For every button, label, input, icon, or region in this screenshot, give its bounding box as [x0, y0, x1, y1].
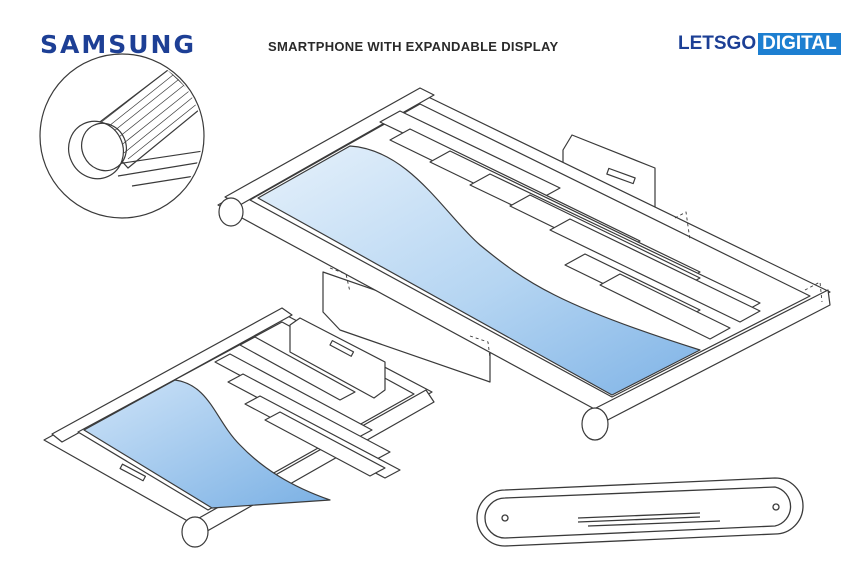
header: SAMSUNG SMARTPHONE WITH EXPANDABLE DISPL… — [0, 0, 866, 60]
expanded-device — [217, 87, 831, 441]
compact-device — [43, 307, 435, 548]
logo-digital: DIGITAL — [758, 33, 841, 55]
roller-detail — [39, 53, 205, 219]
page-title: SMARTPHONE WITH EXPANDABLE DISPLAY — [268, 39, 559, 54]
logo-letsgo: LETSGO — [678, 33, 757, 54]
letsgodigital-logo: LETSGO DIGITAL — [678, 33, 841, 55]
side-section — [476, 477, 804, 547]
